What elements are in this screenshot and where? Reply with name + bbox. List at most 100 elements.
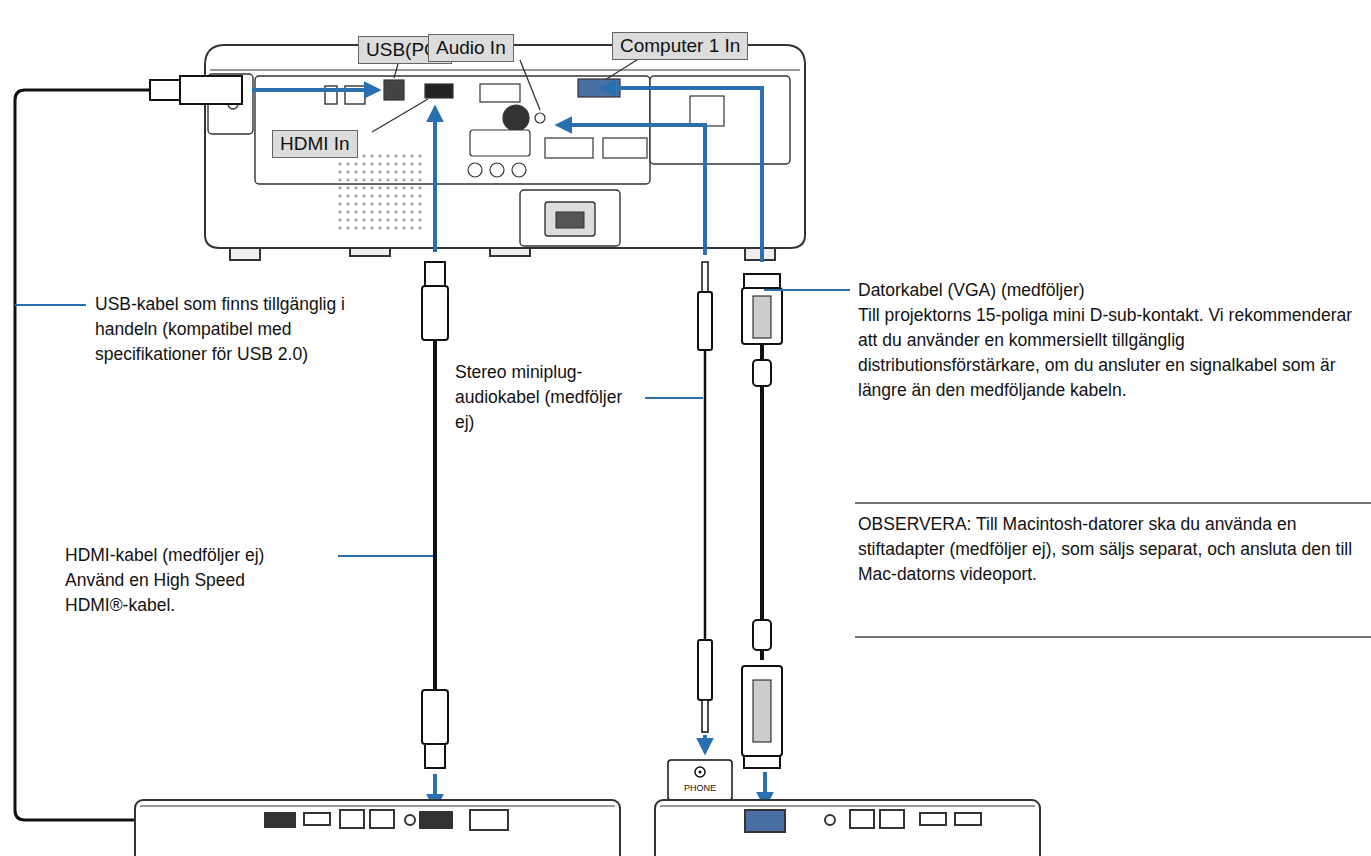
projector-part: [490, 163, 504, 177]
laptop-part: [825, 815, 835, 825]
audio-cable-label: Stereo miniplug-audiokabel (medföljer ej…: [455, 360, 645, 435]
vga-cable-part: [742, 288, 782, 344]
vga-cable-part: [742, 666, 782, 756]
vga-cable-part: [760, 345, 764, 660]
port-label: Audio In: [428, 34, 514, 62]
hdmi-cable-part: [433, 108, 437, 252]
port-leader-part: [372, 99, 428, 132]
audio-cable-part: [703, 735, 707, 752]
laptop-part: [265, 813, 295, 827]
projector-part: [205, 45, 805, 248]
projector-part: [490, 248, 530, 256]
port-label: HDMI In: [272, 130, 358, 158]
projector-part: [255, 76, 650, 184]
vga-cable-label: Datorkabel (VGA) (medföljer): [858, 278, 1358, 303]
audio-cable-part: [699, 771, 702, 774]
audio-cable-part: [698, 640, 712, 700]
projector-part: [480, 84, 520, 102]
usb-cable: [15, 76, 378, 830]
projector-part: [470, 130, 530, 156]
laptop-part: [955, 813, 981, 825]
note-rule: [855, 503, 1371, 637]
vga-cable-part: [753, 620, 771, 650]
hdmi-cable-note: Använd en High Speed HDMI®-kabel.: [65, 568, 305, 618]
audio-cable-part: [558, 125, 705, 255]
vga-cable-part: [744, 274, 780, 288]
usb-cable-label: USB-kabel som finns tillgänglig i handel…: [95, 292, 367, 367]
leader-line-part: [764, 289, 850, 291]
laptop-part: [920, 813, 946, 825]
port-name: Computer 1 In: [620, 35, 740, 56]
vga-cable-part: [753, 360, 771, 386]
audio-cable-part: [698, 292, 712, 350]
hdmi-cable-part: [425, 262, 445, 286]
laptop-part: [655, 800, 1040, 856]
port-name: HDMI In: [280, 133, 350, 154]
projector-part: [512, 163, 526, 177]
projector-part: [503, 105, 529, 131]
leader-line-part: [15, 304, 86, 306]
note-rule-part: [855, 502, 1371, 503]
hdmi-cable: [422, 108, 448, 808]
port-leader-part: [394, 64, 398, 78]
port-leader: [372, 58, 640, 132]
vga-cable-part: [602, 88, 762, 262]
projector-part: [230, 248, 260, 260]
laptop-part: [420, 812, 452, 828]
leader-line-part: [338, 555, 433, 557]
usb-cable-part: [15, 90, 150, 820]
laptop-part: [660, 806, 1035, 807]
projector-part: [556, 212, 584, 228]
audio-cable-part: [704, 350, 707, 640]
audio-cable-part: [702, 700, 708, 732]
hdmi-cable-part: [425, 744, 445, 768]
note-rule-part: [855, 636, 1371, 637]
vga-cable-part: [753, 680, 771, 742]
laptop: [135, 800, 1040, 856]
projector-part: [545, 138, 593, 158]
laptop-part: [405, 815, 415, 825]
usb-cable-part: [150, 80, 180, 100]
usb-cable-part: [252, 88, 378, 92]
laptop-part: [745, 810, 785, 832]
laptop-part: [370, 810, 394, 828]
port-leader-part: [520, 60, 540, 110]
laptop-part: [850, 810, 874, 828]
audio-cable-part: [702, 262, 708, 292]
projector-part: [210, 69, 800, 70]
audio-cable-part: [668, 760, 732, 800]
vga-cable: [602, 88, 782, 806]
port-leader-part: [605, 58, 640, 80]
projector-part: [690, 96, 724, 126]
projector-part: [335, 150, 425, 232]
port-icon-text: PHONE: [670, 783, 730, 793]
port-label: Computer 1 In: [612, 32, 748, 60]
laptop-part: [304, 813, 330, 825]
audio-cable-part: [695, 767, 705, 777]
projector-part: [468, 163, 482, 177]
projector-part: [603, 138, 647, 158]
vga-cable-part: [744, 756, 780, 768]
vga-cable-note: Till projektorns 15-poliga mini D-sub-ko…: [858, 303, 1353, 403]
projector-part: [425, 84, 453, 98]
projector-part: [520, 190, 620, 246]
projector-part: [535, 113, 545, 123]
vga-cable-part: [753, 296, 771, 338]
leader-line: [15, 290, 850, 556]
projector-part: [545, 202, 595, 236]
leader-line-part: [645, 397, 703, 399]
projector: [205, 45, 805, 260]
hdmi-cable-part: [422, 690, 448, 744]
mac-note: OBSERVERA: Till Macintosh-datorer ska du…: [858, 512, 1363, 587]
usb-cable-part: [180, 76, 242, 104]
projector-part: [384, 80, 404, 100]
laptop-part: [340, 810, 364, 828]
hdmi-cable-part: [422, 286, 448, 340]
laptop-part: [880, 810, 904, 828]
laptop-part: [470, 810, 508, 830]
hdmi-cable-part: [433, 340, 437, 690]
port-name: Audio In: [436, 37, 506, 58]
hdmi-cable-label: HDMI-kabel (medföljer ej): [65, 543, 365, 568]
